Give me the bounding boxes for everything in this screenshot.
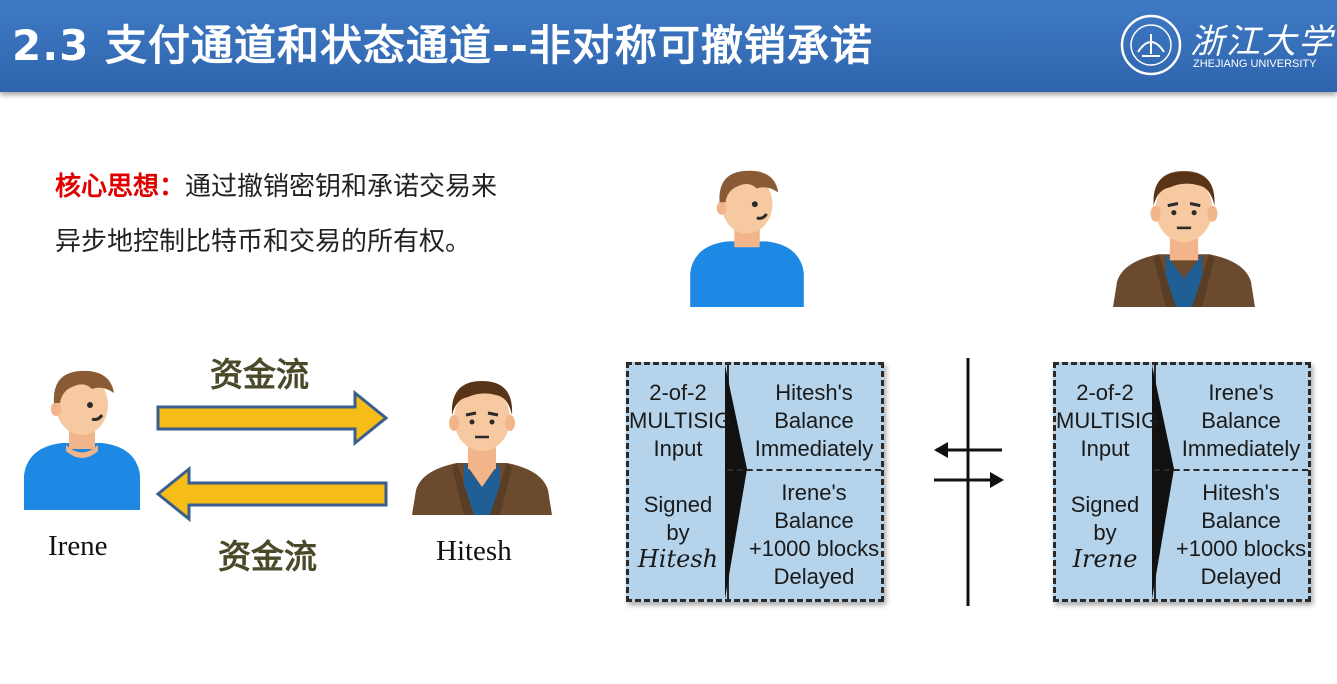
tx-output-delayed: Hitesh's Balance +1000 blocks Delayed [1175, 480, 1307, 589]
core-idea-label: 核心思想 [55, 172, 160, 202]
tx-signature: Hitesh [637, 545, 719, 573]
tx-signature: Irene [1072, 545, 1138, 573]
tx-flow-wedge-icon [1152, 365, 1174, 599]
tx-output-divider [727, 469, 881, 471]
university-name-en: ZHEJIANG UNIVERSITY [1193, 58, 1317, 70]
tx-output-immediate: Irene's Balance Immediately [1181, 380, 1301, 461]
tx-input-label: 2-of-2 MULTISIG Input [629, 380, 732, 461]
tx-input-label: 2-of-2 MULTISIG Input [1056, 380, 1159, 461]
header-bar: 2.3 支付通道和状态通道--非对称可撤销承诺 浙江大学 ZHEJIANG UN… [0, 0, 1337, 92]
tx-output-immediate: Hitesh's Balance Immediately [754, 380, 874, 461]
core-idea-line2: 异步地控制比特币和交易的所有权。 [55, 227, 472, 257]
flow-label-top: 资金流 [210, 355, 309, 394]
hitesh-name: Hitesh [436, 535, 512, 567]
hitesh-avatar [412, 381, 552, 515]
flow-label-bottom: 资金流 [218, 537, 317, 576]
tx-output-delayed: Irene's Balance +1000 blocks Delayed [748, 480, 880, 589]
university-seal-icon [1120, 14, 1182, 76]
core-idea-paragraph: 核心思想：通过撤销密钥和承诺交易来 异步地控制比特币和交易的所有权。 [55, 160, 595, 270]
commitment-tx-irene: 2-of-2 MULTISIG Input Signed by Irene Ir… [1053, 362, 1311, 602]
core-idea-line1: 通过撤销密钥和承诺交易来 [185, 172, 498, 202]
tx-output-divider [1154, 469, 1308, 471]
commitment-tx-hitesh: 2-of-2 MULTISIG Input Signed by Hitesh H… [626, 362, 884, 602]
tx-signed-label: Signed by [643, 492, 713, 545]
irene-avatar-top [690, 170, 804, 307]
university-name-cn: 浙江大学 [1190, 22, 1334, 62]
hitesh-avatar-top [1113, 171, 1255, 307]
core-idea-colon: ： [159, 172, 186, 202]
irene-name: Irene [48, 530, 108, 562]
page-title: 2.3 支付通道和状态通道--非对称可撤销承诺 [12, 21, 873, 70]
left-arrow-icon [155, 465, 388, 523]
tx-flow-wedge-icon [725, 365, 747, 599]
right-arrow-icon [156, 389, 389, 447]
exchange-arrows-icon [934, 358, 1004, 606]
irene-avatar [24, 370, 140, 510]
tx-signed-label: Signed by [1070, 492, 1140, 545]
